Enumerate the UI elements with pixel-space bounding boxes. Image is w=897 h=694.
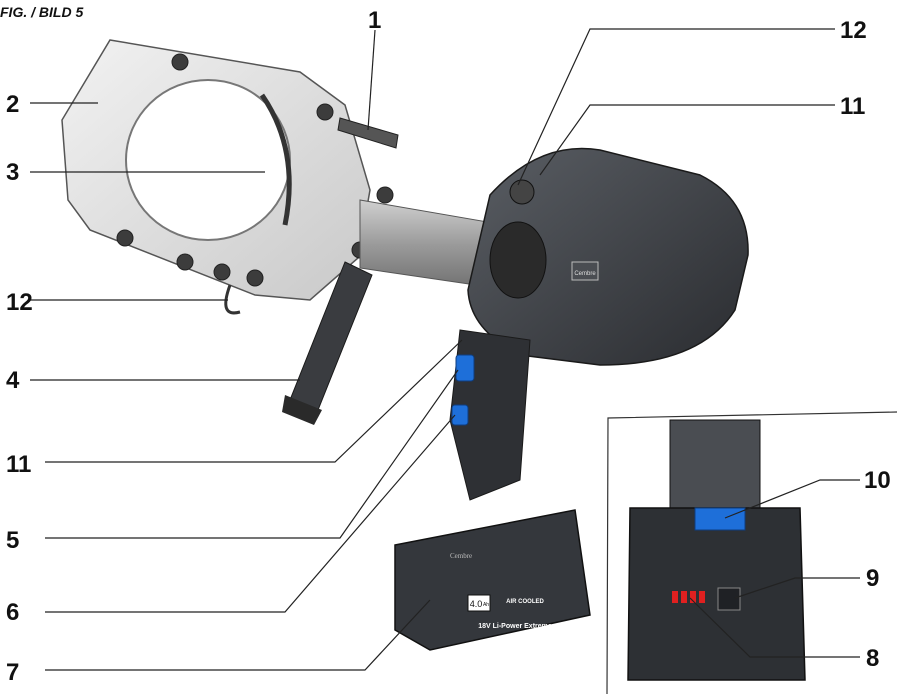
callout-labels: 1 2 3 12 4 11 5 6 7 12 11 10 9 8: [6, 7, 891, 686]
retract-button: [451, 404, 469, 426]
callout-11-top: 11: [840, 93, 865, 120]
figure-title: FIG. / BILD 5: [0, 4, 84, 20]
capacity-value: 4.0: [470, 599, 483, 609]
charge-check-button: [717, 587, 741, 611]
callout-10: 10: [864, 467, 891, 494]
charge-led: [699, 591, 705, 603]
tool-body: Cembre: [449, 147, 749, 501]
callout-12-left: 12: [6, 289, 33, 316]
capacity-badge: [467, 594, 491, 612]
trigger-button: [455, 354, 475, 382]
leader-lines: [30, 28, 860, 671]
leader-8: [689, 597, 860, 658]
inset-detail: [606, 411, 897, 694]
battery-release-button: [694, 507, 746, 531]
svg-text:Cembre: Cembre: [574, 271, 596, 277]
callout-6: 6: [6, 599, 19, 626]
charge-led: [681, 591, 687, 603]
leader-10: [724, 479, 860, 519]
battery-model-label: 18V Li-Power Extreme: [478, 623, 552, 630]
battery-pack: 4.0 Ah AIR COOLED 18V Li-Power Extreme C…: [394, 509, 591, 651]
charge-led: [690, 591, 696, 603]
blade: [259, 93, 292, 226]
callout-12-top: 12: [840, 17, 867, 44]
leader-1: [367, 29, 376, 131]
cutting-head: [61, 39, 399, 315]
charge-leds: [672, 591, 705, 603]
leader-11a: [539, 104, 835, 176]
callout-5: 5: [6, 527, 19, 554]
leader-5: [45, 369, 459, 539]
callout-11-left: 11: [6, 451, 31, 478]
callout-2: 2: [6, 91, 19, 118]
release-lever: [337, 117, 399, 149]
callout-1: 1: [368, 7, 381, 34]
leader-6: [45, 414, 456, 613]
callout-9: 9: [866, 565, 879, 592]
brand-plate: [571, 261, 599, 281]
leader-12a: [517, 28, 835, 186]
capacity-unit: Ah: [483, 602, 489, 608]
battery-brand: Cembre: [450, 552, 472, 560]
callout-8: 8: [866, 645, 879, 672]
cooling-label: AIR COOLED: [506, 599, 544, 605]
leader-7: [45, 599, 431, 671]
callout-7: 7: [6, 659, 19, 686]
handle-end-cap: [282, 395, 322, 425]
leader-11b: [45, 339, 463, 463]
callout-4: 4: [6, 367, 20, 394]
inset-battery: [627, 507, 806, 681]
oil-reservoir-cap: [509, 179, 535, 205]
inset-grip: [669, 419, 761, 521]
inset-frame: [606, 411, 897, 694]
callout-3: 3: [6, 159, 19, 186]
charge-led: [672, 591, 678, 603]
lanyard-ring: [224, 284, 241, 315]
leader-9: [734, 577, 860, 599]
